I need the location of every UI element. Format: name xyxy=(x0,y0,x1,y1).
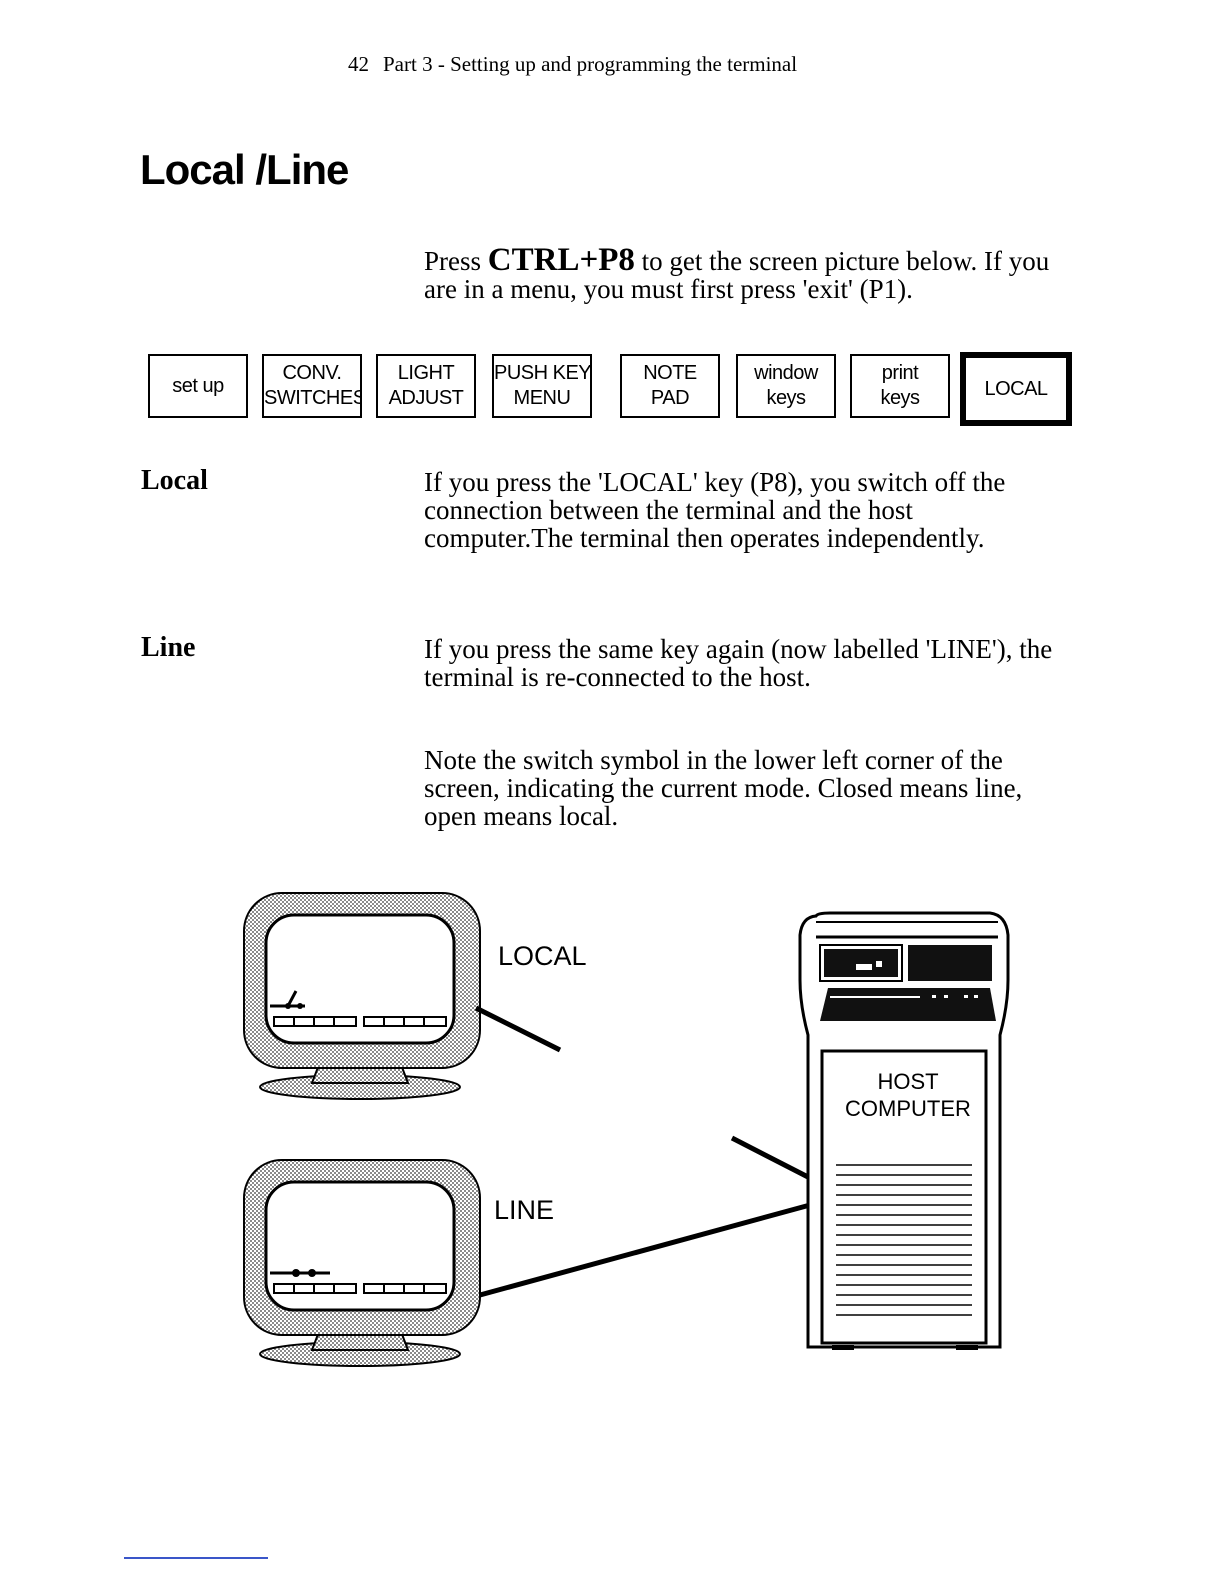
label-local: LOCAL xyxy=(498,941,587,971)
footer-rule xyxy=(124,1557,268,1559)
intro-before: Press xyxy=(424,246,488,276)
section-text-line: If you press the same key again (now lab… xyxy=(424,634,1053,692)
page-title: Local /Line xyxy=(140,146,349,193)
fkey-label: SWITCHES xyxy=(264,387,362,409)
page-number: 42 xyxy=(348,52,369,76)
intro-after: to get the screen picture below. If you … xyxy=(424,246,1050,304)
running-header: 42 Part 3 - Setting up and programming th… xyxy=(348,52,797,77)
fkey-print-keys[interactable]: print keys xyxy=(850,354,950,418)
local-line-diagram: LOCAL LINE xyxy=(243,892,1010,1367)
fkey-local[interactable]: LOCAL xyxy=(960,352,1072,426)
section-heading-line: Line xyxy=(141,632,196,663)
fkey-label: keys xyxy=(880,387,920,409)
fkey-label: ADJUST xyxy=(388,387,464,409)
fkey-label: MENU xyxy=(513,387,571,409)
section-heading-local: Local xyxy=(141,465,208,496)
fkey-label: CONV. xyxy=(282,362,342,384)
fkey-label: LOCAL xyxy=(984,377,1048,400)
fkey-push-key-menu[interactable]: PUSH KEY MENU xyxy=(492,354,592,418)
switch-closed-icon xyxy=(270,1269,330,1277)
fkey-label: PUSH KEY xyxy=(494,362,592,384)
cable-host-stub xyxy=(730,1135,810,1180)
fkey-label: set up xyxy=(172,374,224,397)
label-line: LINE xyxy=(494,1195,554,1225)
switch-open-icon xyxy=(270,990,305,1009)
fkey-label: keys xyxy=(766,387,806,409)
cable-disconnected xyxy=(474,1005,562,1053)
host-computer-icon xyxy=(798,911,1010,1350)
fkey-setup[interactable]: set up xyxy=(148,354,248,418)
fkey-label: NOTE xyxy=(643,362,697,384)
fkey-note-pad[interactable]: NOTE PAD xyxy=(620,354,720,418)
fkey-light-adjust[interactable]: LIGHT ADJUST xyxy=(376,354,476,418)
terminal-line-icon xyxy=(243,1159,481,1367)
note-paragraph: Note the switch symbol in the lower left… xyxy=(424,745,1023,831)
fkey-window-keys[interactable]: window keys xyxy=(736,354,836,418)
fkey-label: LIGHT xyxy=(397,362,455,384)
function-key-bar: set up CONV. SWITCHES LIGHT ADJUST PUSH … xyxy=(146,352,1076,426)
cable-connected xyxy=(479,1202,811,1298)
host-label-line1: HOST xyxy=(877,1069,939,1094)
fkey-label: PAD xyxy=(650,387,690,409)
fkey-conv-switches[interactable]: CONV. SWITCHES xyxy=(262,354,362,418)
host-label: HOST COMPUTER xyxy=(833,1068,983,1122)
fkey-label: print xyxy=(881,362,919,384)
terminal-local-icon xyxy=(243,892,481,1100)
host-label-line2: COMPUTER xyxy=(845,1096,971,1121)
running-title: Part 3 - Setting up and programming the … xyxy=(383,52,798,76)
fkey-label: window xyxy=(754,362,818,384)
key-combo: CTRL+P8 xyxy=(487,242,635,278)
section-text-local: If you press the 'LOCAL' key (P8), you s… xyxy=(424,467,1006,553)
intro-paragraph: Press CTRL+P8 to get the screen picture … xyxy=(424,244,1064,304)
